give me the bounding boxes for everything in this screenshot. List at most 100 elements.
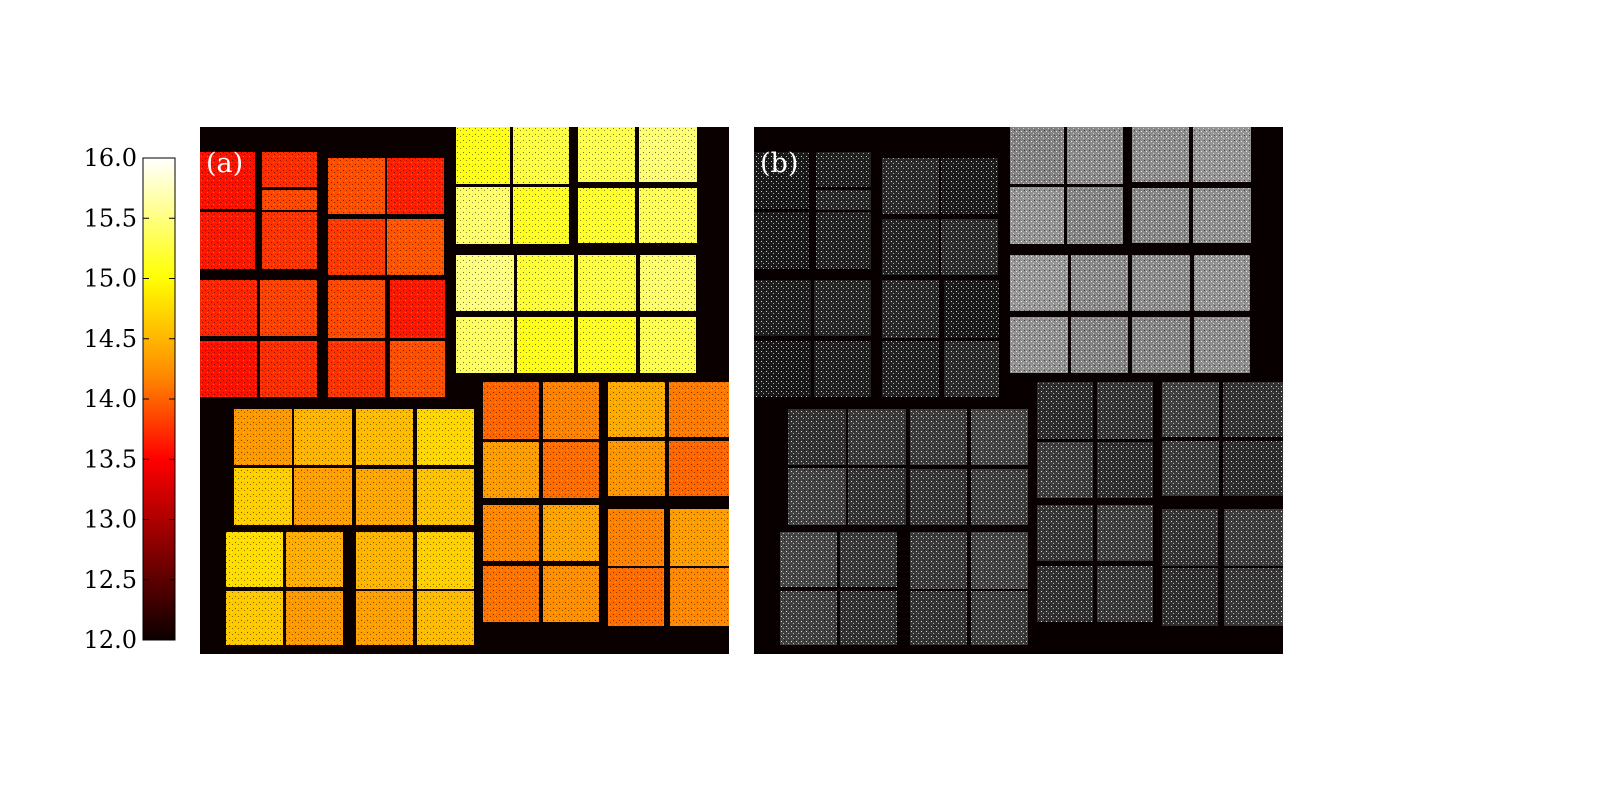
detector-tile-noise	[226, 532, 283, 587]
panel-b: (b)	[754, 127, 1283, 654]
detector-tile-noise	[608, 568, 664, 626]
detector-tile-noise	[1010, 187, 1064, 244]
detector-tile-noise	[328, 158, 385, 214]
detector-tile-noise	[1010, 317, 1068, 373]
detector-tile-noise	[882, 158, 939, 214]
detector-tile-noise	[417, 532, 474, 589]
detector-tile-noise	[670, 509, 729, 566]
detector-tile-noise	[262, 212, 317, 269]
detector-tile-noise	[1037, 505, 1093, 561]
detector-tile-noise	[941, 158, 998, 214]
detector-tile-noise	[1037, 382, 1093, 439]
detector-tile-noise	[971, 469, 1028, 525]
detector-tile-noise	[294, 468, 352, 525]
detector-tile-noise	[780, 591, 837, 645]
detector-tile-noise	[910, 469, 967, 525]
detector-tile-noise	[1224, 509, 1283, 566]
detector-tile-noise	[1223, 441, 1283, 496]
detector-tile-noise	[1193, 188, 1251, 243]
detector-tile-noise	[456, 127, 510, 184]
colorbar: 16.015.515.014.514.013.513.012.512.0	[84, 144, 176, 654]
panel-a-label: (a)	[206, 148, 243, 179]
panel-a-modules	[200, 127, 729, 645]
detector-tile-noise	[1010, 127, 1064, 184]
colorbar-tick-label: 13.0	[84, 506, 137, 534]
detector-tile-noise	[669, 382, 729, 437]
detector-tile-noise	[483, 505, 539, 561]
detector-tile-noise	[1097, 442, 1153, 498]
detector-tile-noise	[1223, 382, 1283, 437]
detector-tile-noise	[262, 152, 317, 187]
detector-tile-noise	[286, 532, 343, 587]
detector-tile-noise	[944, 280, 999, 338]
detector-tile-noise	[640, 255, 696, 311]
detector-tile-noise	[882, 280, 939, 338]
detector-tile-noise	[1071, 255, 1128, 311]
detector-tile-noise	[328, 341, 385, 397]
detector-tile-noise	[1162, 568, 1218, 626]
detector-tile-noise	[286, 591, 343, 645]
detector-tile-noise	[390, 341, 445, 397]
detector-tile-noise	[754, 280, 811, 336]
detector-tile-noise	[1010, 255, 1068, 311]
detector-tile-noise	[971, 532, 1028, 589]
detector-tile-noise	[1067, 127, 1123, 184]
detector-tile-noise	[669, 441, 729, 496]
detector-tile-noise	[670, 568, 729, 626]
detector-tile-noise	[390, 280, 445, 338]
detector-tile-noise	[543, 442, 599, 498]
detector-tile-noise	[1037, 566, 1093, 622]
detector-tile-noise	[417, 409, 474, 465]
detector-tile-noise	[1193, 127, 1251, 182]
detector-tile-noise	[1071, 317, 1128, 373]
detector-tile-noise	[483, 566, 539, 622]
detector-tile-noise	[1132, 127, 1189, 182]
detector-tile-noise	[1162, 509, 1218, 566]
detector-tile-noise	[816, 212, 871, 269]
detector-tile-noise	[941, 219, 998, 275]
detector-tile-noise	[417, 469, 474, 525]
detector-tile-noise	[1224, 568, 1283, 626]
detector-tile-noise	[971, 409, 1028, 465]
detector-tile-noise	[1194, 255, 1250, 311]
detector-tile-noise	[356, 532, 413, 589]
detector-tile-noise	[1132, 317, 1190, 373]
detector-tile-noise	[754, 152, 809, 209]
detector-tile-noise	[328, 219, 385, 275]
detector-tile-noise	[356, 591, 413, 645]
detector-tile-noise	[513, 127, 569, 184]
detector-tile-noise	[1097, 382, 1153, 439]
detector-tile-noise	[1097, 505, 1153, 561]
detector-tile-noise	[1162, 382, 1219, 437]
colorbar-tick-label: 14.0	[84, 385, 137, 413]
colorbar-tick-label: 15.0	[84, 265, 137, 293]
detector-tile-noise	[814, 280, 871, 336]
detector-tile-noise	[356, 409, 413, 465]
detector-tile-noise	[417, 591, 474, 645]
detector-tile-noise	[200, 152, 255, 209]
detector-tile-noise	[456, 255, 514, 311]
colorbar-tick-label: 12.0	[84, 626, 137, 654]
panel-b-modules	[754, 127, 1283, 645]
detector-tile-noise	[608, 441, 665, 496]
detector-tile-noise	[483, 382, 539, 439]
detector-tile-noise	[788, 409, 846, 465]
colorbar-tick-label: 15.5	[84, 204, 137, 232]
detector-tile-noise	[910, 591, 967, 645]
detector-tile-noise	[543, 505, 599, 561]
detector-tile-noise	[639, 188, 697, 243]
detector-tile-noise	[640, 317, 696, 373]
detector-tile-noise	[517, 317, 574, 373]
detector-tile-noise	[356, 469, 413, 525]
detector-tile-noise	[608, 382, 665, 437]
detector-tile-noise	[543, 566, 599, 622]
colorbar-tick-label: 14.5	[84, 325, 137, 353]
detector-tile-noise	[840, 591, 897, 645]
panel-a: (a)	[200, 127, 729, 654]
detector-tile-noise	[387, 158, 444, 214]
colorbar-ticks: 16.015.515.014.514.013.513.012.512.0	[84, 144, 175, 654]
detector-tile-noise	[234, 409, 292, 465]
detector-tile-noise	[578, 317, 636, 373]
detector-tile-noise	[387, 219, 444, 275]
